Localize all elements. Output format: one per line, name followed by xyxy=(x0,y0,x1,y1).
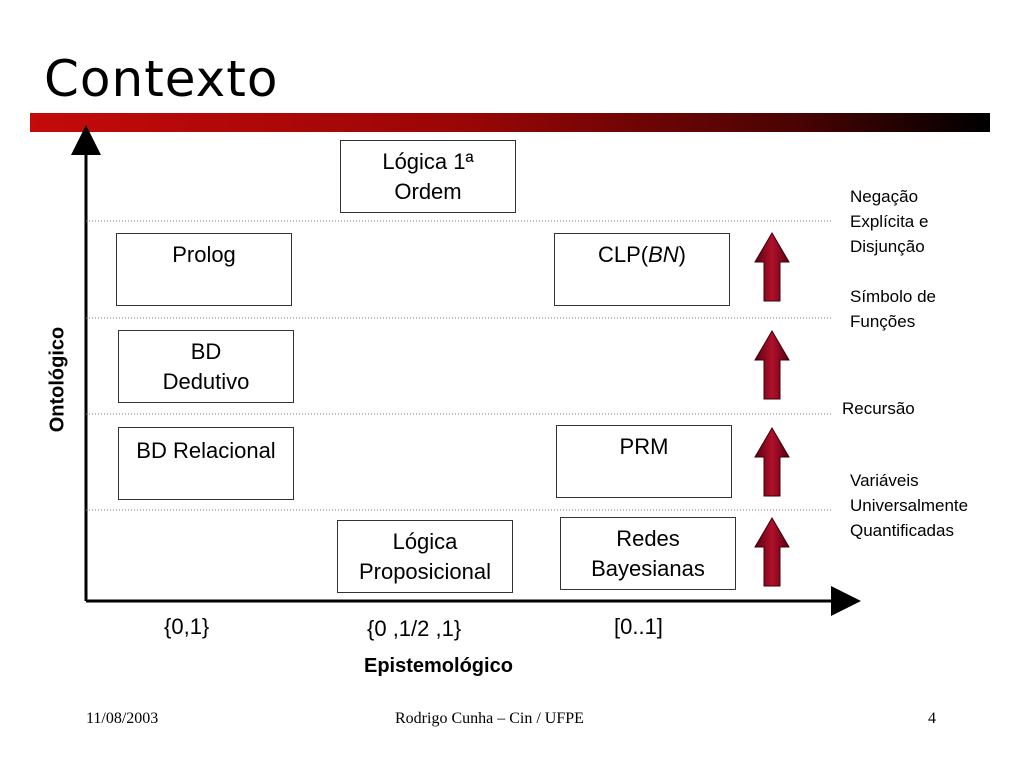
box-line: Bayesianas xyxy=(591,556,705,581)
up-arrow-icon xyxy=(754,232,790,302)
box-redes-bayesianas: Redes Bayesianas xyxy=(560,517,736,590)
footer-date: 11/08/2003 xyxy=(86,710,159,727)
label-line: Variáveis xyxy=(850,471,919,490)
level-label-simbolo-funcoes: Símbolo de Funções xyxy=(850,284,936,334)
box-bd-relacional: BD Relacional xyxy=(118,427,294,500)
y-axis-title: Ontológico xyxy=(46,326,69,433)
label-line: Negação xyxy=(850,187,919,206)
clp-suffix: ) xyxy=(678,242,686,267)
slide-title: Contexto xyxy=(44,50,279,108)
up-arrow-icon xyxy=(754,330,790,400)
up-arrow-icon xyxy=(754,427,790,497)
box-line: BD xyxy=(190,339,222,364)
box-line: Lógica 1ª xyxy=(382,149,474,174)
box-clp-bn: CLP(BN) xyxy=(554,233,730,306)
box-bd-dedutivo: BD Dedutivo xyxy=(118,330,294,403)
box-prolog: Prolog xyxy=(116,233,292,306)
box-prm: PRM xyxy=(556,425,732,498)
up-arrow-icon xyxy=(754,517,790,587)
title-underline-bar xyxy=(30,113,990,132)
label-line: Disjunção xyxy=(850,237,925,256)
box-line: Prolog xyxy=(172,242,236,267)
box-line: Redes xyxy=(616,526,680,551)
x-tick-label: {0 ,1/2 ,1} xyxy=(367,616,462,641)
level-label-recursao: Recursão xyxy=(842,396,915,421)
box-line: Dedutivo xyxy=(162,369,250,394)
clp-italic: BN xyxy=(648,242,679,267)
level-label-negacao: Negação Explícita e Disjunção xyxy=(850,184,928,259)
box-line: Proposicional xyxy=(358,559,492,584)
level-label-variaveis: Variáveis Universalmente Quantificadas xyxy=(850,468,968,543)
box-line: PRM xyxy=(619,434,669,459)
box-logica-proposicional: Lógica Proposicional xyxy=(337,520,513,593)
label-line: Recursão xyxy=(842,399,915,418)
x-axis-title: Epistemológico xyxy=(364,655,513,677)
label-line: Quantificadas xyxy=(850,521,954,540)
label-line: Funções xyxy=(850,312,916,331)
box-line: CLP(BN) xyxy=(555,240,729,270)
box-line: Lógica xyxy=(392,529,458,554)
label-line: Explícita e xyxy=(850,212,929,231)
label-line: Símbolo de xyxy=(850,287,936,306)
box-line: Ordem xyxy=(394,179,462,204)
box-logica-1a-ordem: Lógica 1ª Ordem xyxy=(340,140,516,213)
footer-page-number: 4 xyxy=(928,710,936,727)
x-tick-label: {0,1} xyxy=(164,614,210,639)
clp-prefix: CLP( xyxy=(597,242,649,267)
label-line: Universalmente xyxy=(850,496,969,515)
x-tick-label: [0..1] xyxy=(614,614,663,639)
box-line: BD Relacional xyxy=(136,438,276,463)
footer-author: Rodrigo Cunha – Cin / UFPE xyxy=(395,710,584,727)
